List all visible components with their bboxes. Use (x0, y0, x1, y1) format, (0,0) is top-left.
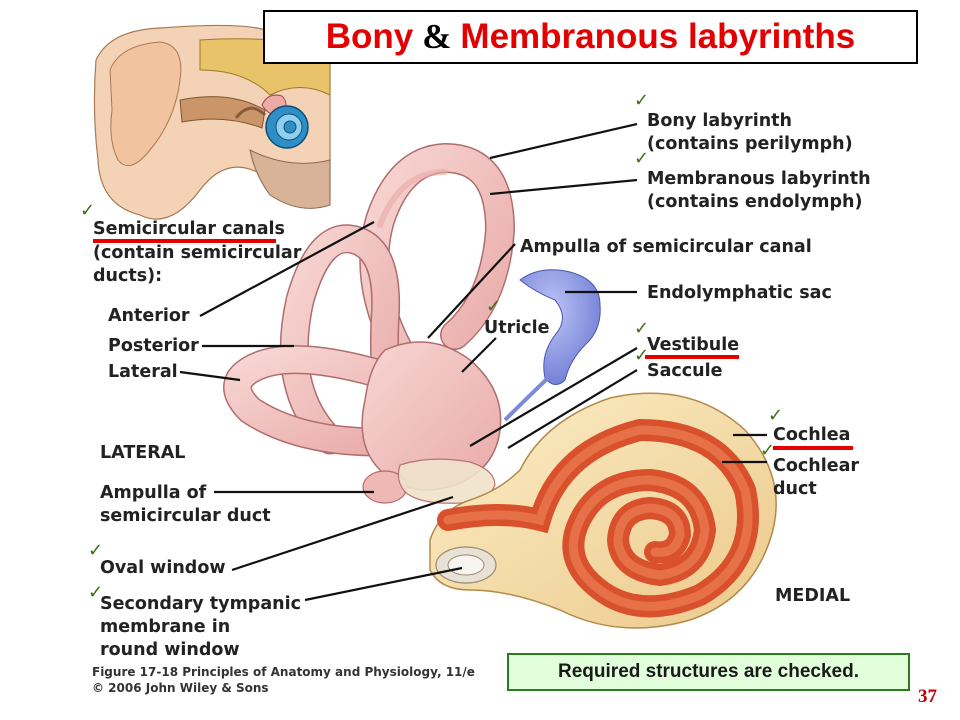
vestibule-body (361, 341, 502, 504)
endolymphatic-sac (503, 269, 601, 422)
label-utricle: Utricle (484, 318, 550, 338)
label-secondary-tympanic-2: membrane in (100, 617, 231, 637)
title-part1: Bony (325, 17, 414, 56)
label-secondary-tympanic-1: Secondary tympanic (100, 594, 301, 614)
caption-line-1: Figure 17-18 Principles of Anatomy and P… (92, 665, 475, 679)
label-vestibule: Vestibule (647, 335, 740, 355)
check-icon: ✓ (768, 405, 784, 426)
label-lateral: Lateral (108, 362, 178, 382)
label-cochlear-duct-1: Cochlear (773, 456, 860, 476)
required-note-text: Required structures are checked. (558, 661, 859, 682)
label-anterior: Anterior (108, 306, 190, 326)
label-membranous-labyrinth: Membranous labyrinth (647, 169, 871, 189)
caption-line-2: © 2006 John Wiley & Sons (92, 681, 269, 695)
underline-cochlea (773, 446, 853, 450)
label-lateral-orientation: LATERAL (100, 443, 186, 463)
underline-vestibule (645, 355, 739, 359)
cochlea-spiral (429, 392, 777, 629)
check-icon: ✓ (80, 200, 96, 221)
label-semicircular-canals-sub1: (contain semicircular (93, 243, 302, 263)
label-bony-labyrinth: Bony labyrinth (647, 111, 792, 131)
figure-caption: Figure 17-18 Principles of Anatomy and P… (92, 664, 475, 696)
page-number: 37 (918, 686, 937, 707)
check-icon: ✓ (760, 440, 776, 461)
label-saccule: Saccule (647, 361, 723, 381)
check-icon: ✓ (486, 296, 502, 317)
ear-inset-thumbnail (93, 24, 331, 220)
label-secondary-tympanic-3: round window (100, 640, 240, 660)
check-icon: ✓ (634, 345, 650, 366)
check-icon: ✓ (88, 582, 104, 603)
check-icon: ✓ (88, 540, 104, 561)
label-ampulla-canal: Ampulla of semicircular canal (520, 237, 812, 257)
label-ampulla-duct-2: semicircular duct (100, 506, 271, 526)
title-ampersand: & (422, 17, 452, 56)
label-cochlear-duct-2: duct (773, 479, 817, 499)
required-note-box: Required structures are checked. (507, 653, 910, 691)
label-oval-window: Oval window (100, 558, 226, 578)
check-icon: ✓ (634, 90, 650, 111)
label-cochlea: Cochlea (773, 425, 851, 445)
label-semicircular-canals: Semicircular canals (93, 219, 285, 239)
leader-lines (179, 122, 767, 602)
check-icon: ✓ (634, 318, 650, 339)
label-semicircular-canals-sub2: ducts): (93, 266, 163, 286)
label-medial-orientation: MEDIAL (775, 586, 851, 606)
label-bony-labyrinth-sub: (contains perilymph) (647, 134, 853, 154)
label-ampulla-duct-1: Ampulla of (100, 483, 207, 503)
title-part2: Membranous labyrinths (460, 17, 856, 56)
label-posterior: Posterior (108, 336, 199, 356)
label-membranous-labyrinth-sub: (contains endolymph) (647, 192, 863, 212)
label-endolymphatic-sac: Endolymphatic sac (647, 283, 832, 303)
check-icon: ✓ (634, 148, 650, 169)
underline-semicircular-canals (93, 239, 276, 243)
slide-title: Bony & Membranous labyrinths (263, 10, 918, 64)
